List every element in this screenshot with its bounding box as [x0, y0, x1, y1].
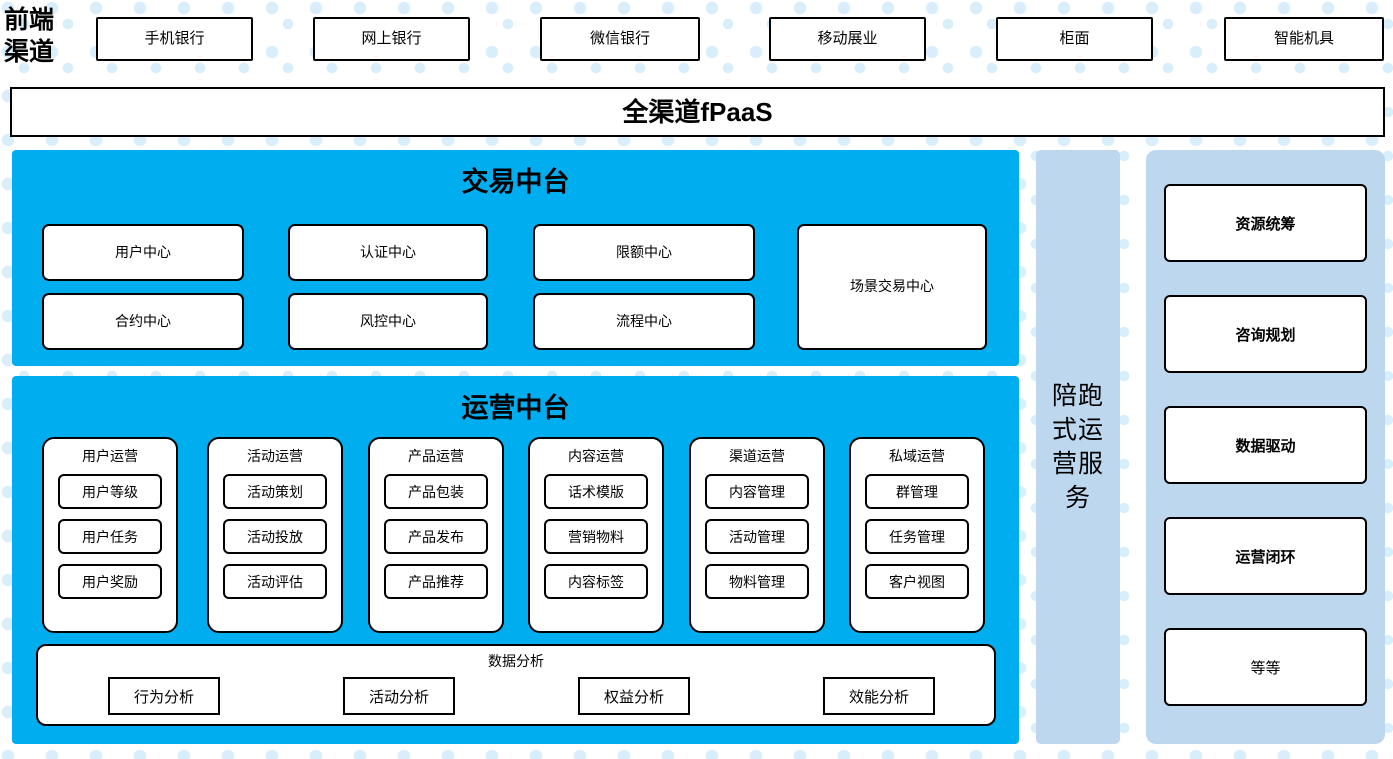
ops-column-title-0: 用户运营: [82, 448, 138, 464]
trade-center-box-0[interactable]: 用户中心: [42, 224, 244, 281]
channel-box-1[interactable]: 网上银行: [313, 17, 470, 61]
ops-item-3-0[interactable]: 话术模版: [544, 474, 648, 509]
ops-column-4: 渠道运营内容管理活动管理物料管理: [689, 437, 825, 633]
ops-column-title-3: 内容运营: [568, 448, 624, 464]
channel-box-4[interactable]: 柜面: [996, 17, 1153, 61]
ops-column-5: 私域运营群管理任务管理客户视图: [849, 437, 985, 633]
channel-box-2[interactable]: 微信银行: [540, 17, 700, 61]
ops-item-2-0[interactable]: 产品包装: [384, 474, 488, 509]
capability-item-4[interactable]: 等等: [1164, 628, 1367, 706]
data-analysis-title: 数据分析: [488, 653, 544, 669]
ops-item-2-2[interactable]: 产品推荐: [384, 564, 488, 599]
omnichannel-fpaas-bar[interactable]: 全渠道fPaaS: [10, 87, 1385, 137]
ops-item-4-0[interactable]: 内容管理: [705, 474, 809, 509]
capability-item-0[interactable]: 资源统筹: [1164, 184, 1367, 262]
ops-item-1-2[interactable]: 活动评估: [223, 564, 327, 599]
front-channel-label-line1: 前端: [4, 7, 55, 34]
ops-column-title-4: 渠道运营: [729, 448, 785, 464]
ops-column-title-5: 私域运营: [889, 448, 945, 464]
ops-item-3-1[interactable]: 营销物料: [544, 519, 648, 554]
trade-center-box-5[interactable]: 流程中心: [533, 293, 755, 350]
ops-column-title-1: 活动运营: [247, 448, 303, 464]
ops-column-2: 产品运营产品包装产品发布产品推荐: [368, 437, 504, 633]
data-analysis-panel: 数据分析 行为分析 活动分析 权益分析 效能分析: [36, 644, 996, 726]
ops-item-5-0[interactable]: 群管理: [865, 474, 969, 509]
ops-item-3-2[interactable]: 内容标签: [544, 564, 648, 599]
ops-item-5-1[interactable]: 任务管理: [865, 519, 969, 554]
companion-operation-service-column: 陪跑式运营服务: [1036, 150, 1120, 744]
ops-item-4-1[interactable]: 活动管理: [705, 519, 809, 554]
capability-panel: 资源统筹咨询规划数据驱动运营闭环等等: [1146, 150, 1385, 744]
data-analysis-item-3[interactable]: 效能分析: [823, 677, 935, 715]
trade-center-box-4[interactable]: 风控中心: [288, 293, 488, 350]
ops-item-1-0[interactable]: 活动策划: [223, 474, 327, 509]
trade-center-box-3[interactable]: 合约中心: [42, 293, 244, 350]
ops-item-0-2[interactable]: 用户奖励: [58, 564, 162, 599]
capability-item-3[interactable]: 运营闭环: [1164, 517, 1367, 595]
ops-column-title-2: 产品运营: [408, 448, 464, 464]
ops-column-1: 活动运营活动策划活动投放活动评估: [207, 437, 343, 633]
ops-item-2-1[interactable]: 产品发布: [384, 519, 488, 554]
front-channel-label-line2: 渠道: [4, 39, 55, 66]
ops-column-3: 内容运营话术模版营销物料内容标签: [528, 437, 664, 633]
trade-center-box-6[interactable]: 场景交易中心: [797, 224, 987, 350]
ops-item-4-2[interactable]: 物料管理: [705, 564, 809, 599]
ops-item-0-1[interactable]: 用户任务: [58, 519, 162, 554]
companion-operation-service-label: 陪跑式运营服务: [1051, 382, 1104, 512]
ops-column-0: 用户运营用户等级用户任务用户奖励: [42, 437, 178, 633]
channel-box-5[interactable]: 智能机具: [1224, 17, 1384, 61]
trade-center-box-2[interactable]: 限额中心: [533, 224, 755, 281]
ops-item-5-2[interactable]: 客户视图: [865, 564, 969, 599]
ops-item-0-0[interactable]: 用户等级: [58, 474, 162, 509]
capability-item-2[interactable]: 数据驱动: [1164, 406, 1367, 484]
data-analysis-item-2[interactable]: 权益分析: [578, 677, 690, 715]
capability-item-1[interactable]: 咨询规划: [1164, 295, 1367, 373]
channel-box-0[interactable]: 手机银行: [96, 17, 253, 61]
front-channel-label: 前端 渠道: [4, 2, 88, 72]
ops-platform-title: 运营中台: [461, 393, 570, 423]
channel-box-3[interactable]: 移动展业: [769, 17, 926, 61]
data-analysis-item-1[interactable]: 活动分析: [343, 677, 455, 715]
ops-item-1-1[interactable]: 活动投放: [223, 519, 327, 554]
data-analysis-item-0[interactable]: 行为分析: [108, 677, 220, 715]
trade-center-box-1[interactable]: 认证中心: [288, 224, 488, 281]
trade-platform-title: 交易中台: [461, 167, 570, 197]
